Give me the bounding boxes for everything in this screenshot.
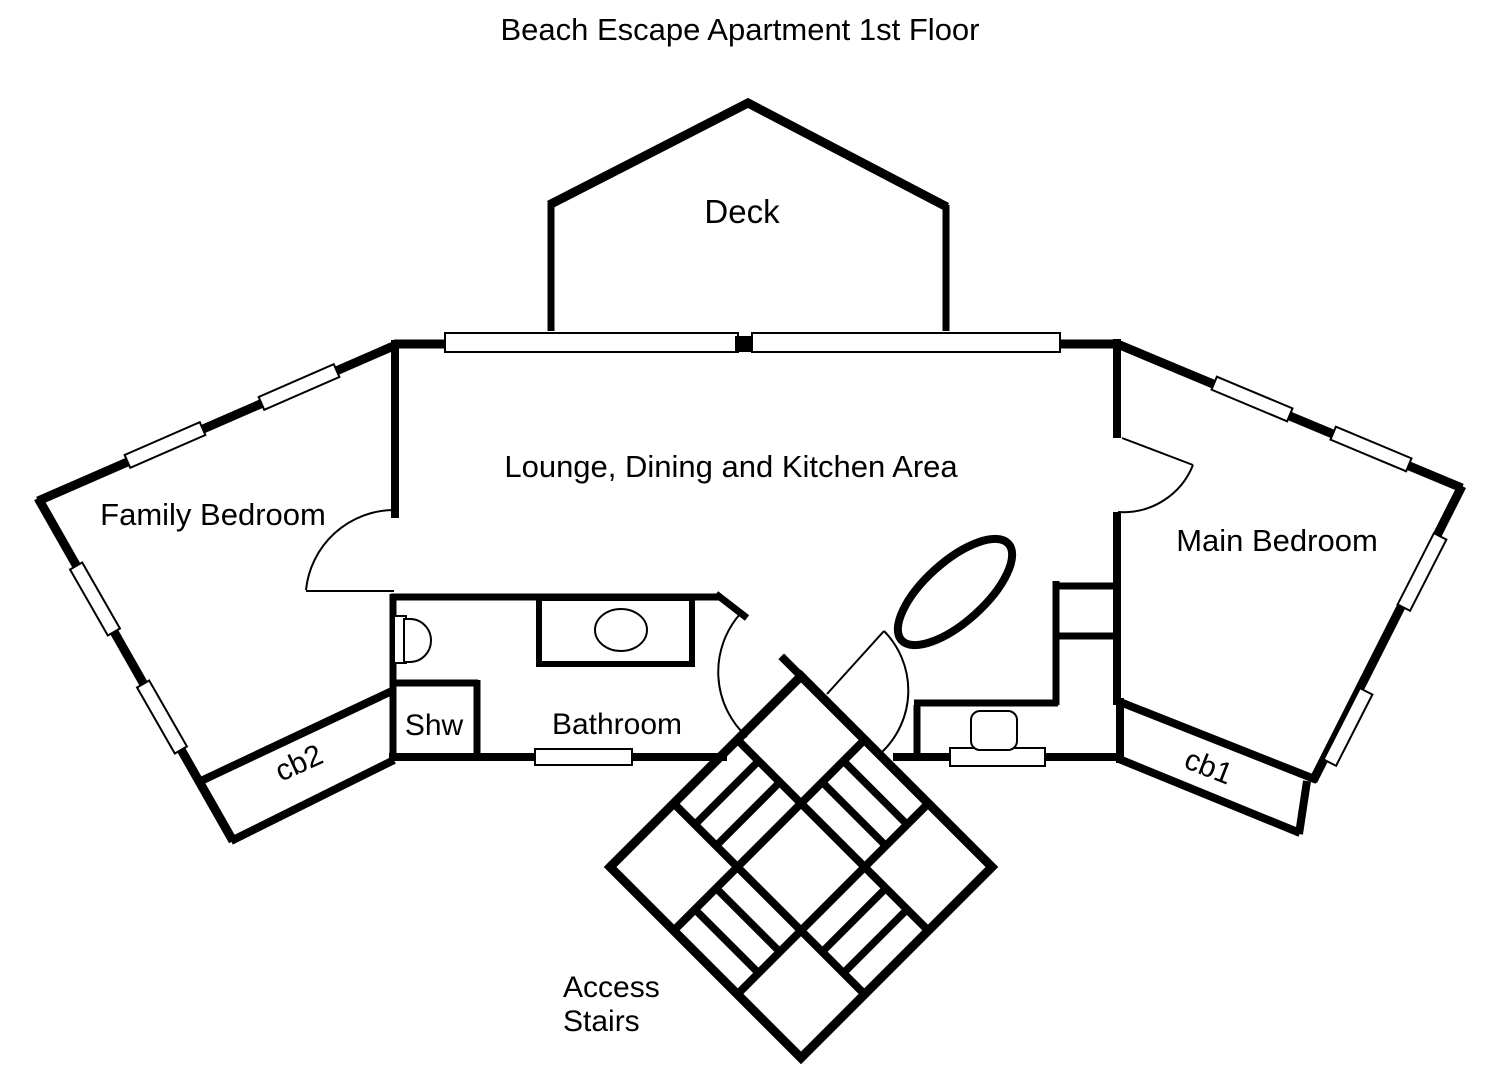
cupboard-cb1-walls: [1116, 698, 1319, 837]
room-label-lounge: Lounge, Dining and Kitchen Area: [504, 449, 958, 484]
deck-outline: [546, 97, 950, 331]
cupboard-cb2-walls: [201, 686, 396, 845]
stairs-label-line1: Access: [563, 971, 660, 1004]
room-label-bathroom: Bathroom: [552, 708, 682, 741]
window: [534, 748, 633, 766]
stairs: [603, 653, 999, 1065]
family-bedroom-walls: [34, 339, 400, 844]
window: [68, 561, 122, 637]
closet-shelves: [1052, 581, 1118, 705]
room-label-shower: Shw: [405, 709, 464, 742]
dining-table: [893, 534, 1017, 650]
stair-entry-doors: [717, 613, 910, 753]
vanity-sink: [536, 595, 695, 667]
lounge-north-wall: [394, 332, 1120, 353]
window: [1210, 375, 1294, 423]
window: [257, 362, 341, 412]
room-label-main-bedroom: Main Bedroom: [1176, 523, 1378, 558]
window: [1396, 531, 1448, 613]
main-bedroom-door: [1117, 437, 1194, 514]
toilet: [393, 615, 432, 664]
stairs-label-line2: Stairs: [563, 1005, 640, 1038]
main-bedroom-walls: [1113, 338, 1467, 784]
room-label-deck: Deck: [704, 193, 780, 230]
window: [1329, 425, 1413, 473]
sink-basin: [594, 608, 648, 652]
window: [1322, 686, 1374, 768]
window: [444, 332, 739, 353]
kitchen-fixture: [949, 710, 1046, 767]
page-title: Beach Escape Apartment 1st Floor: [500, 12, 979, 47]
room-label-family-bedroom: Family Bedroom: [100, 497, 326, 532]
window-mullion: [735, 336, 753, 352]
stair-entry-post: [778, 653, 824, 699]
family-bedroom-door: [305, 509, 395, 592]
window: [123, 420, 207, 470]
shower-cubicle: [390, 679, 481, 760]
window: [751, 332, 1061, 353]
window: [135, 679, 189, 755]
